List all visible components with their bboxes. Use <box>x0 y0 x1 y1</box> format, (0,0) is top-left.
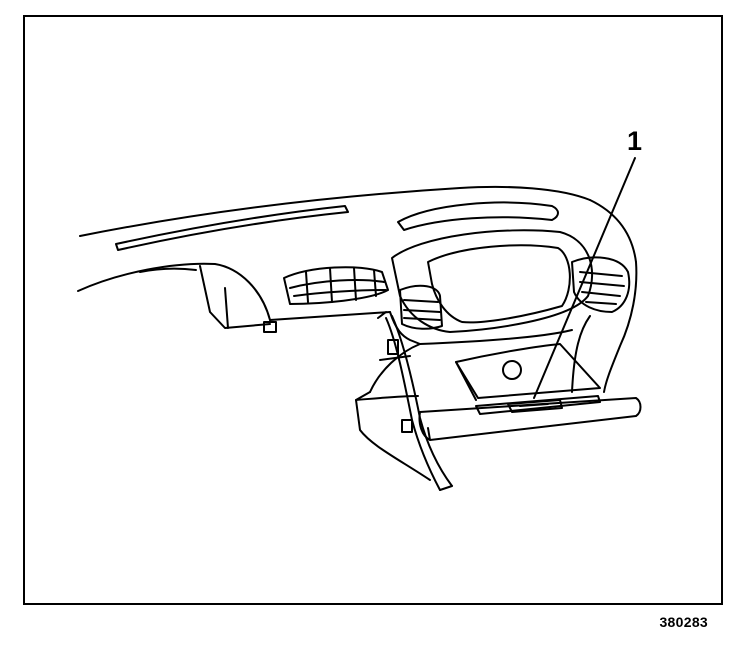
lower-panel <box>355 311 573 481</box>
dash-top-surface <box>77 185 637 321</box>
glove-box-opening <box>455 343 601 401</box>
figure-frame <box>23 15 723 605</box>
callout-leader-line <box>533 157 636 399</box>
defroster-slot-left <box>115 205 349 251</box>
figure-id: 380283 <box>659 614 708 630</box>
side-air-vent-left <box>399 284 443 330</box>
instrument-panel-illustration <box>77 157 642 491</box>
center-air-vent <box>283 266 389 305</box>
dash-right-end <box>571 261 638 393</box>
mounting-tab <box>263 321 277 333</box>
wire-harness <box>377 311 453 491</box>
latch-bracket <box>507 399 563 413</box>
callout-number: 1 <box>627 126 643 156</box>
left-side-panel <box>139 265 271 329</box>
side-air-vent-right <box>571 256 631 313</box>
cluster-bezel <box>391 229 594 333</box>
defroster-slot-right <box>397 201 559 231</box>
harness-clip <box>387 339 413 433</box>
